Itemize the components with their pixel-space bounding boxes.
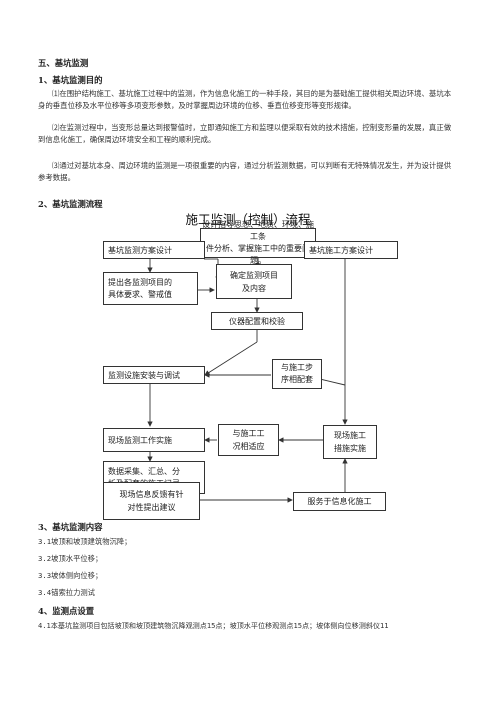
content-item-3: 3.3坡体侧向位移； bbox=[38, 571, 103, 580]
flow-box-requirements: 提出各监测项目的具体要求、警戒值 bbox=[103, 272, 198, 305]
flow-box-adapt: 与施工工况相适应 bbox=[218, 424, 279, 456]
flowchart-title: 施工监测（控制）流程 bbox=[185, 212, 311, 227]
flow-box-analysis: 设计指导思想、地质、环境、施工条件分析、掌握施工中的重要问题。 bbox=[200, 220, 316, 265]
flow-box-service: 服务于信息化施工 bbox=[293, 492, 386, 511]
flow-box-field-construction: 现场施工措施实施 bbox=[323, 425, 377, 459]
section-heading-5: 五、基坑监测 bbox=[38, 58, 89, 68]
heading-monitoring-content: 3、基坑监测内容 bbox=[38, 522, 103, 532]
points-paragraph: 4.1本基坑监测项目包括坡顶和坡顶建筑物沉降观测点15点；坡顶水平位移观测点15… bbox=[38, 621, 389, 630]
content-item-1: 3.1坡顶和坡顶建筑物沉降； bbox=[38, 537, 132, 546]
purpose-paragraph-3: ⑶通过对基坑本身、周边环境的监测是一项很重要的内容，通过分析监测数据，可以判断有… bbox=[38, 161, 452, 182]
flow-box-cooperate: 与施工步序相配套 bbox=[272, 359, 322, 389]
flow-box-install-debug: 监测设施安装与调试 bbox=[103, 366, 205, 384]
purpose-paragraph-1: ⑴在围护结构施工、基坑施工过程中的监测，作为信息化施工的一种手段，其目的是为基础… bbox=[38, 89, 452, 110]
content-item-2: 3.2坡顶水平位移； bbox=[38, 554, 103, 563]
heading-monitoring-flow: 2、基坑监测流程 bbox=[38, 199, 103, 209]
flow-box-feedback: 现场信息反馈有针对性提出建议 bbox=[103, 482, 200, 520]
flow-box-instrument-calibration: 仪器配置和校验 bbox=[211, 312, 303, 330]
flow-box-monitoring-plan: 基坑监测方案设计 bbox=[103, 241, 205, 259]
flow-box-field-monitoring: 现场监测工作实施 bbox=[103, 428, 205, 452]
purpose-paragraph-2: ⑵在监测过程中，当变形总量达到报警值时，立即通知施工方和监理以便采取有效的技术措… bbox=[38, 123, 452, 144]
heading-monitoring-purpose: 1、基坑监测目的 bbox=[38, 75, 103, 85]
heading-monitoring-points: 4、监测点设置 bbox=[38, 606, 95, 616]
flow-box-construction-plan: 基坑施工方案设计 bbox=[304, 241, 398, 259]
content-item-4: 3.4锚索拉力测试 bbox=[38, 588, 95, 597]
flow-box-determine-items: 确定监测项目及内容 bbox=[216, 264, 292, 299]
